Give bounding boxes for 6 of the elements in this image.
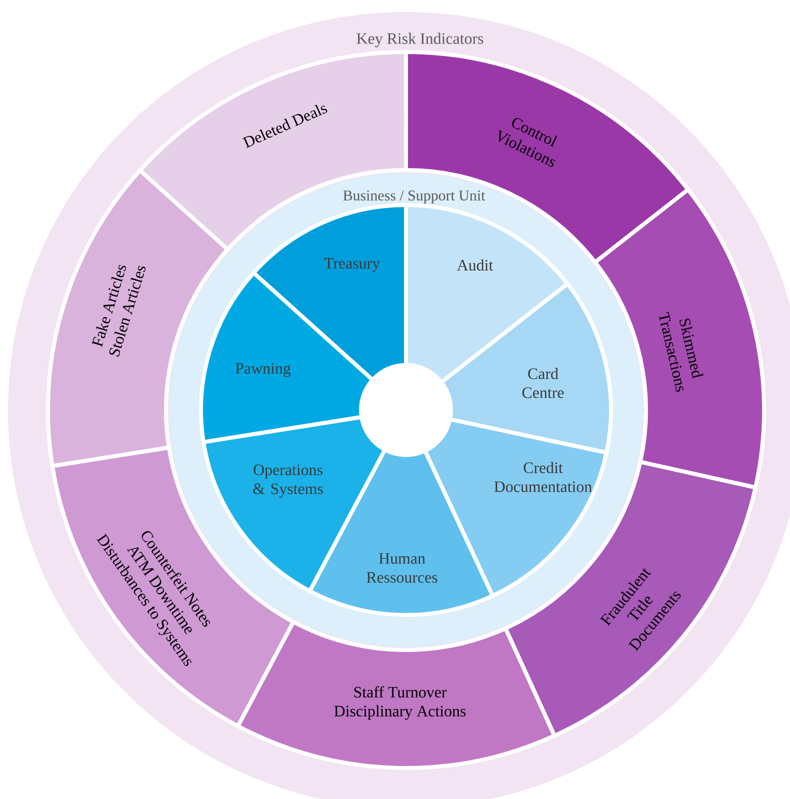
segment: Skimmed Transactions [593,188,766,490]
center-circle [360,364,452,456]
segment: Pawning [199,270,375,444]
segment: Fake Articles Stolen Articles [46,168,230,468]
segment: Card Centre [439,282,613,455]
segment: Staff Turnover Disciplinary Actions [236,620,556,770]
